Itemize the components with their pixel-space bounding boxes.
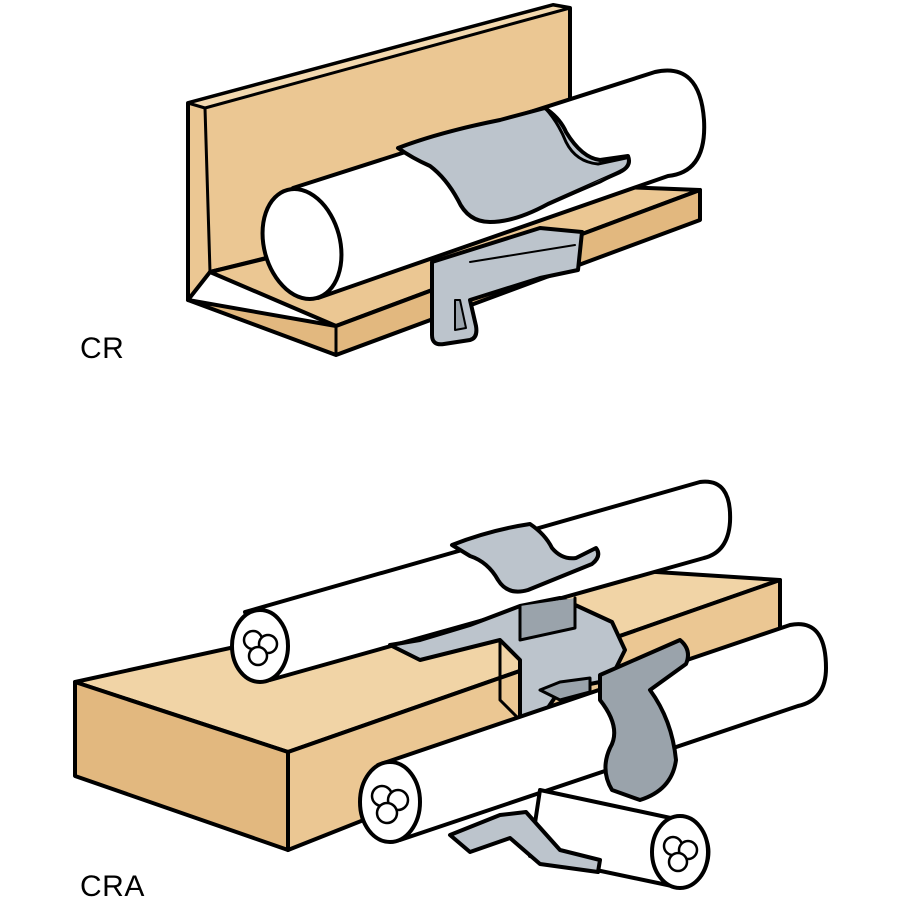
angle-top-edge [186, 3, 572, 110]
clip-cra-upper-spring [450, 522, 601, 594]
angle-thickness-line [203, 106, 212, 274]
cable-cra-lower-conductors [370, 784, 410, 825]
beam-left [73, 680, 290, 852]
clip-cra-bottom-leg [448, 810, 602, 874]
cable-cr-end [260, 187, 344, 301]
figure-cr-illustration [186, 3, 707, 357]
figure-label-cra: CRA [80, 870, 145, 900]
angle-horizontal-front [186, 188, 702, 357]
clip-cr-bottom-loop [430, 226, 584, 347]
cable-cra-hanging-conductors [662, 835, 699, 873]
clip-cra-lower-spring [598, 638, 690, 802]
figure-cra-illustration [73, 479, 828, 890]
cable-cra-upper-conductors [242, 629, 279, 667]
figure-label-cr: CR [80, 332, 125, 365]
cable-cra-upper [243, 479, 733, 682]
cable-cra-lower [376, 622, 828, 842]
